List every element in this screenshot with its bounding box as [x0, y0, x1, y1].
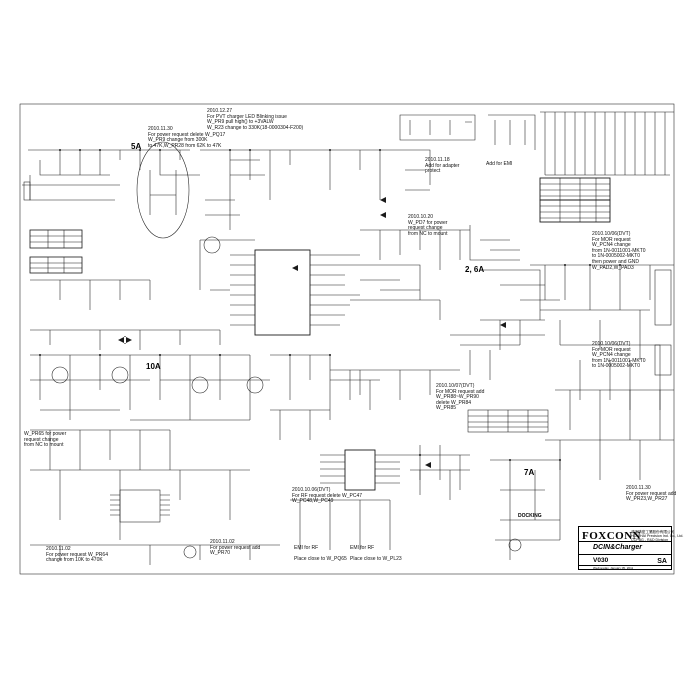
current-label-7a: 7A [524, 468, 535, 477]
current-label-10a: 10A [146, 362, 161, 371]
diode-bottom [425, 462, 431, 468]
current-label-5a: 5A [131, 142, 142, 151]
sheet-date: Wednesday, January 05, 2011 [593, 566, 634, 570]
company-logo: FOXCONN [582, 530, 642, 542]
note-pc49: 2010.10.06(DVT) For RF request delete W_… [292, 487, 363, 505]
note-pr27: 2010.11.30 For power request add W_PR23,… [626, 485, 677, 503]
note-pvt-led: 2010.12.27 For PVT charger LED Blinking … [207, 108, 304, 131]
note-emi-rf-1: EMI for RF Place close to W_PQ65 [294, 545, 347, 563]
docking-label: DOCKING [518, 513, 542, 519]
current-label-26a: 2, 6A [465, 265, 485, 274]
diode-adapter [380, 197, 386, 218]
note-pcn4: 2010.10/06(DVT) For MOR request W_PCN4 c… [592, 231, 646, 271]
note-power-request-pq17: 2010.11.30 For power request delete W_PQ… [148, 126, 226, 149]
model-number: V030 [593, 557, 609, 564]
note-mor-add: 2010.10/07(DVT) For MOR request add W_PR… [436, 383, 485, 412]
note-pcn4-b: 2010.10/06(DVT) For MOR request W_PCN4 c… [592, 341, 646, 370]
note-pd7: 2010.10.20 W_PD7 for power request chang… [408, 214, 448, 237]
note-pr70: 2010.11.02 For power request add W_PR70 [210, 539, 261, 557]
sheet-frame [19, 103, 675, 575]
note-add-emi-top: Add for EMI [486, 161, 513, 167]
diode-ic [292, 265, 298, 271]
diode-right [500, 322, 506, 328]
note-pr64: 2010.11.02 For power request W_PR64 chan… [46, 546, 108, 564]
note-adapter-protect: 2010.11.18 Add for adapter protect [425, 157, 460, 175]
company-name: 鴻海精密工業股份有限公司 HON HAI Precision Ind. Co.,… [631, 530, 684, 542]
title-block: FOXCONN 鴻海精密工業股份有限公司 HON HAI Precision I… [578, 526, 683, 570]
note-emi-rf-2: EMI for RF Place close to W_PL23 [350, 545, 402, 563]
sheet-title: DCIN&Charger [593, 544, 643, 551]
note-pr65-left: W_PR65 for power request change from NC … [24, 431, 67, 449]
diode-pair-10a [118, 336, 132, 344]
revision: SA [657, 558, 667, 565]
